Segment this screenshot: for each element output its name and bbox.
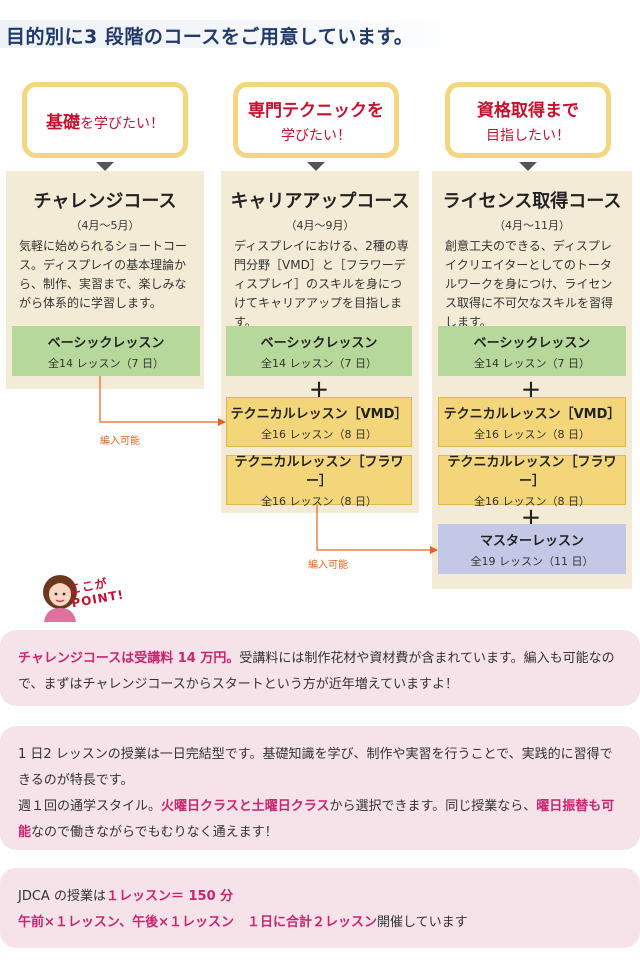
pointer-triangle — [519, 162, 537, 171]
transfer-label: 編入可能 — [100, 436, 140, 447]
pointer-triangle — [96, 162, 114, 171]
lesson-count: 全16 レッスン（8 日） — [474, 427, 590, 441]
lesson-name: テクニカルレッスン［VMD］ — [230, 406, 408, 422]
schedule-paragraph-1: 1 日2 レッスンの授業は一日完結型です。基礎知識を学び、制作や実習を行うことで… — [18, 747, 613, 788]
lesson-count: 全14 レッスン（7 日） — [261, 356, 377, 370]
lesson-name: ベーシックレッスン — [47, 335, 165, 351]
lesson-name: ベーシックレッスン — [473, 335, 591, 351]
plus-sign: ＋ — [521, 378, 541, 402]
lesson-time-line-1: JDCA の授業は１レッスン＝ 150 分 — [18, 889, 234, 904]
info-box-schedule: 1 日2 レッスンの授業は一日完結型です。基礎知識を学び、制作や実習を行うことで… — [0, 726, 640, 850]
lesson-name: ベーシックレッスン — [260, 335, 378, 351]
schedule-paragraph-2: 週１回の通学スタイル。火曜日クラスと土曜日クラスから選択できます。同じ授業なら、… — [18, 799, 615, 840]
lesson-vmd: テクニカルレッスン［VMD］ 全16 レッスン（8 日） — [438, 397, 626, 447]
course-period: （4月〜11月） — [494, 219, 570, 232]
fee-highlight: チャレンジコースは受講料 14 万円。 — [18, 651, 240, 666]
goal-bubble-sublabel: 学びたい！ — [281, 127, 351, 144]
info-box-lesson-time: JDCA の授業は１レッスン＝ 150 分 午前×１レッスン、午後×１レッスン … — [0, 868, 640, 948]
goal-bubble-basic: 基礎を学びたい！ — [22, 82, 188, 158]
lesson-basic: ベーシックレッスン 全14 レッスン（7 日） — [226, 326, 412, 376]
woman-avatar-icon — [43, 575, 77, 622]
lesson-name: テクニカルレッスン［フラワー］ — [447, 455, 617, 489]
course-description: ディスプレイにおける、2種の専門分野［VMD］と［フラワーディスプレイ］のスキル… — [234, 239, 409, 329]
goal-bubble-technique: 専門テクニックを 学びたい！ — [233, 82, 399, 158]
transfer-label: 編入可能 — [308, 560, 348, 571]
lesson-basic: ベーシックレッスン 全14 レッスン（7 日） — [12, 326, 200, 376]
lesson-master: マスターレッスン 全19 レッスン（11 日） — [438, 524, 626, 574]
goal-bubble-label: 専門テクニックを — [248, 100, 384, 121]
lesson-count: 全14 レッスン（7 日） — [48, 356, 164, 370]
course-title: ライセンス取得コース — [442, 191, 622, 212]
pointer-triangle — [307, 162, 325, 171]
course-period: （4月〜9月） — [285, 219, 355, 232]
course-description: 気軽に始められるショートコース。ディスプレイの基本理論から、制作、実習まで、楽し… — [19, 239, 188, 310]
goal-bubble-label: 資格取得まで — [477, 100, 579, 121]
lesson-basic: ベーシックレッスン 全14 レッスン（7 日） — [438, 326, 626, 376]
course-title: キャリアアップコース — [230, 191, 410, 212]
lesson-count: 全16 レッスン（8 日） — [474, 495, 590, 508]
lesson-name: テクニカルレッスン［フラワー］ — [234, 455, 404, 489]
lesson-count: 全14 レッスン（7 日） — [474, 356, 590, 370]
course-panel-license: ライセンス取得コース （4月〜11月） 創意工夫のできる、ディスプレイクリエイタ… — [432, 171, 632, 589]
lesson-flower: テクニカルレッスン［フラワー］ 全16 レッスン（8 日） — [438, 455, 626, 508]
goal-bubble-label: 基礎を学びたい！ — [46, 112, 164, 133]
lesson-time-line-2: 午前×１レッスン、午後×１レッスン １日に合計２レッスン開催しています — [18, 915, 468, 930]
lesson-count: 全16 レッスン（8 日） — [261, 495, 377, 508]
lesson-count: 全16 レッスン（8 日） — [261, 427, 377, 441]
info-box-fee: チャレンジコースは受講料 14 万円。受講料には制作花材や資材費が含まれています… — [0, 630, 640, 706]
section-heading: 目的別に3 段階のコースをご用意しています。 — [0, 20, 470, 48]
heading-text: 目的別に3 段階のコースをご用意しています。 — [6, 26, 414, 48]
course-description: 創意工夫のできる、ディスプレイクリエイターとしてのトータルワークを身につけ、ライ… — [445, 239, 614, 329]
goal-bubble-sublabel: 目指したい！ — [486, 127, 570, 144]
lesson-name: マスターレッスン — [479, 533, 584, 549]
lesson-count: 全19 レッスン（11 日） — [470, 554, 594, 568]
goal-bubble-license: 資格取得まで 目指したい！ — [445, 82, 611, 158]
lesson-name: テクニカルレッスン［VMD］ — [443, 406, 621, 422]
course-period: （4月〜5月） — [70, 219, 140, 232]
plus-sign: ＋ — [309, 378, 329, 402]
fee-text: 受講料には制作花材や資材費が含まれています。編入も可能なので、まずはチャレンジコ… — [18, 651, 615, 692]
lesson-vmd: テクニカルレッスン［VMD］ 全16 レッスン（8 日） — [226, 397, 412, 447]
course-title: チャレンジコース — [33, 191, 177, 212]
lesson-flower: テクニカルレッスン［フラワー］ 全16 レッスン（8 日） — [226, 455, 412, 508]
